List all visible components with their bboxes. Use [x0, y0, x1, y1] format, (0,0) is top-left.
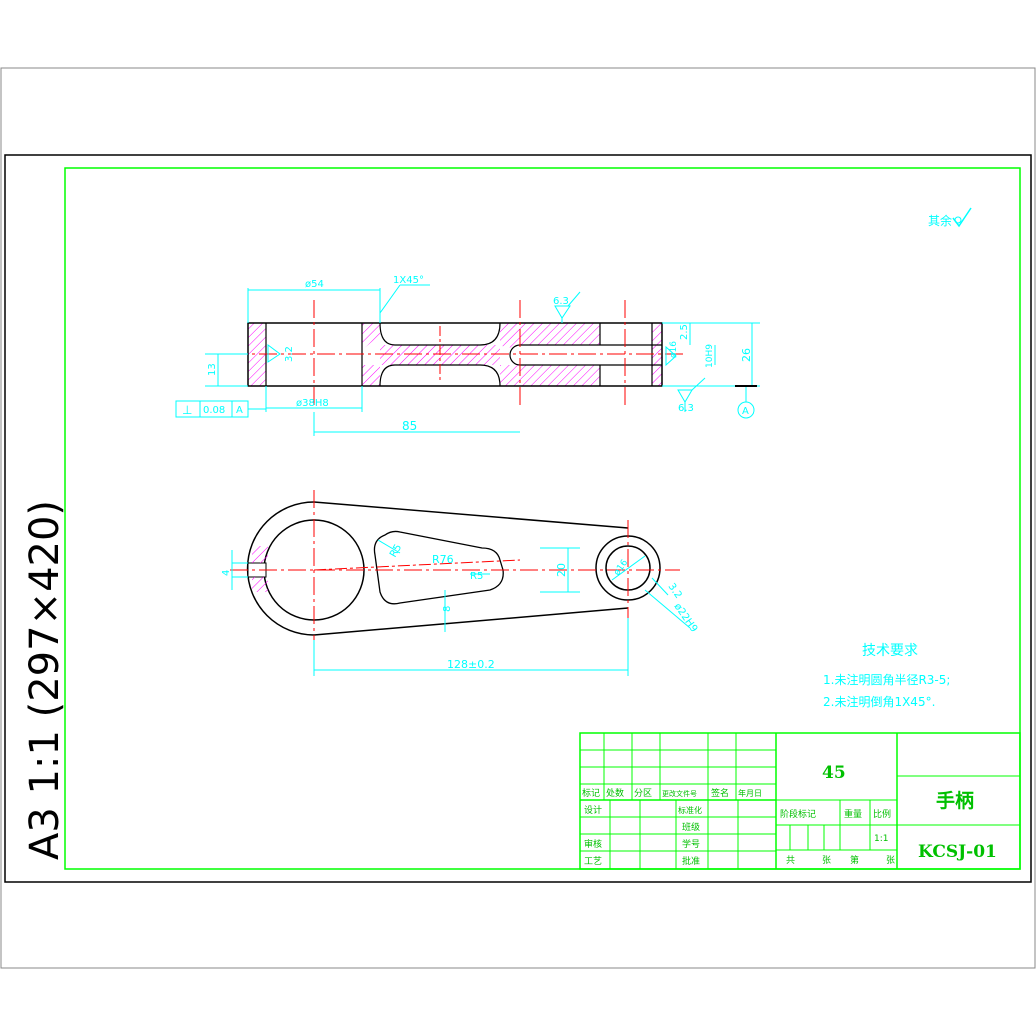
tb-material: 45	[822, 763, 846, 783]
tb-date: 年月日	[738, 788, 762, 798]
dim-4: 4	[221, 570, 232, 576]
tb-ratio: 比例	[873, 808, 891, 820]
tb-design: 设计	[584, 804, 602, 816]
tb-mark: 标记	[582, 787, 600, 799]
tb-stuno: 学号	[682, 838, 700, 850]
tb-part-name: 手柄	[936, 789, 974, 812]
flatness-tolerance: 0.08	[203, 405, 225, 416]
tech-req-title: 技术要求	[862, 643, 918, 659]
tb-stage: 阶段标记	[780, 808, 816, 820]
tb-sheet2: 张	[886, 855, 895, 866]
datum-ref: A	[236, 405, 243, 416]
title-block-text: 标记 处数 分区 更改文件号 签名 年月日 设计 标准化 班级 审核 学号 工艺…	[582, 787, 895, 867]
dim-20: 20	[555, 563, 568, 577]
front-view: 4 R5 R76 R5 20 8 ø16 3.2 ø22H9 128±0.2	[221, 490, 699, 676]
dim-r76: R76	[432, 553, 454, 566]
tb-sheet: 张	[822, 855, 831, 866]
dim-r5: R5	[388, 542, 404, 559]
dim-rough-32-right: 3.2	[666, 581, 684, 600]
tb-review: 审核	[584, 838, 602, 850]
tb-process: 工艺	[584, 856, 602, 867]
tb-total: 共	[786, 855, 795, 866]
tech-req-line1: 1.未注明圆角半径R3-5;	[823, 672, 950, 687]
tb-sign: 签名	[711, 787, 729, 799]
tb-no: 第	[850, 854, 859, 866]
dim-10h9: 10H9	[705, 344, 715, 368]
dim-chamfer: 1X45°	[393, 275, 424, 286]
tb-weight: 重量	[844, 808, 862, 820]
dim-25: 2.5	[679, 324, 690, 340]
tech-req-line2: 2.未注明倒角1X45°.	[823, 694, 935, 709]
sheet-size-label: A3 1:1 (297×420)	[22, 500, 68, 860]
dim-d38h8: ø38H8	[296, 398, 329, 409]
dim-rough-63-bot: 6.3	[678, 403, 694, 414]
dim-26: 26	[740, 348, 753, 362]
tb-count: 处数	[606, 787, 624, 799]
title-block	[579, 732, 1021, 870]
sheet-frame	[4, 154, 1032, 883]
tb-doc: 更改文件号	[662, 789, 697, 798]
dim-d22h9: ø22H9	[672, 601, 700, 634]
section-view: ø54 1X45° 6.3 3.2 13 2.5 ø16 10H9 26 ⊥ 0…	[175, 275, 760, 436]
dim-85: 85	[402, 419, 417, 433]
dim-d16: ø16	[669, 341, 679, 358]
tb-class: 班级	[682, 821, 700, 833]
dim-13: 13	[207, 363, 218, 376]
dim-8: 8	[442, 606, 453, 612]
tb-drawing-no: KCSJ-01	[918, 842, 997, 862]
dim-rough-32-left: 3.2	[284, 346, 295, 362]
dim-d54: ø54	[305, 279, 324, 290]
drawing-border	[64, 167, 1021, 870]
roughness-check-icon	[952, 207, 972, 228]
tb-approve: 批准	[682, 855, 700, 867]
flatness-symbol: ⊥	[182, 403, 192, 417]
roughness-circle-icon	[954, 216, 962, 224]
datum-a-label: A	[742, 406, 749, 417]
tb-scale: 1:1	[874, 834, 888, 844]
dim-128: 128±0.2	[447, 658, 495, 671]
tb-std: 标准化	[678, 805, 702, 815]
viewport-frame	[0, 67, 1036, 969]
dim-rough-63-top: 6.3	[553, 296, 569, 307]
surface-note: 其余	[928, 213, 952, 228]
dim-r5b: R5	[470, 571, 483, 582]
tb-zone: 分区	[634, 788, 652, 799]
